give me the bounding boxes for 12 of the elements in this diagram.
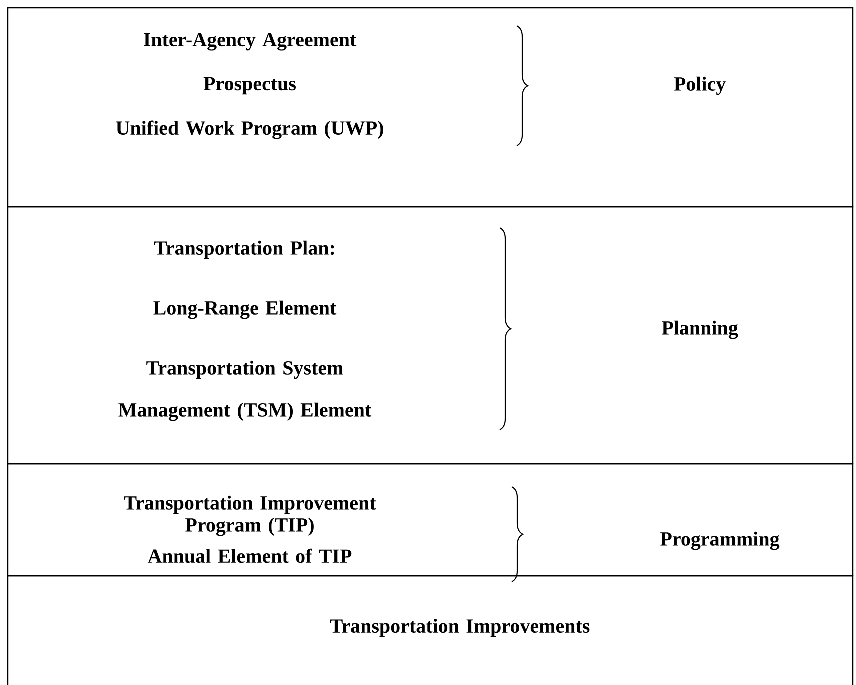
item-text: Inter-Agency Agreement (144, 33, 357, 51)
item-text: Long-Range Element (154, 300, 337, 320)
item-text: Transportation Improvement Program (TIP) (124, 496, 376, 536)
category-label: Programming (660, 532, 780, 550)
item-text: Transportation Plan: (154, 240, 334, 260)
category-label: Policy (674, 76, 726, 96)
item-text: Annual Element of TIP (148, 548, 352, 564)
item-text: Prospectus (204, 77, 296, 95)
item-text: Unified Work Program (UWP) (116, 120, 384, 140)
item-text: Transportation Improvements (330, 618, 590, 638)
category-label: Planning (662, 320, 738, 340)
item-text: Transportation System Management (TSM) Element (118, 360, 372, 422)
